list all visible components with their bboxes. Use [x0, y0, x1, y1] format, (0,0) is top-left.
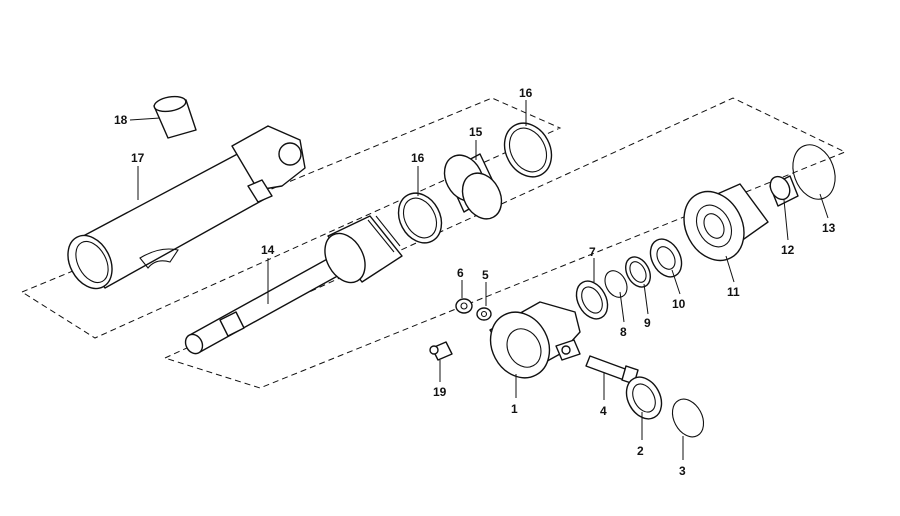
- backup-ring-8-part: [604, 270, 628, 298]
- leader-8: [619, 291, 625, 323]
- piston-rod-part: [184, 215, 403, 355]
- assembly-outline-barrel: [20, 97, 562, 339]
- guide-ring-part: [443, 153, 503, 220]
- seal-ring-right-part: [503, 122, 553, 178]
- seal-ring-left-part: [397, 192, 443, 244]
- bushing-part: [153, 95, 197, 139]
- assembly-outline-head: [163, 97, 847, 389]
- rod-eye-part: [489, 301, 581, 379]
- leader-lines: [129, 100, 829, 460]
- callout-17: 17: [131, 151, 145, 165]
- snap-ring-part: [671, 398, 705, 438]
- washer-10-part: [649, 238, 683, 278]
- callout-1: 1: [511, 402, 518, 416]
- callout-9: 9: [644, 316, 651, 330]
- callout-10: 10: [672, 297, 686, 311]
- gland-nut-part: [683, 183, 769, 262]
- bolt-part: [585, 355, 639, 385]
- callout-16b: 16: [519, 86, 533, 100]
- callout-8: 8: [620, 325, 627, 339]
- leader-10: [671, 269, 681, 295]
- callout-19: 19: [433, 385, 447, 399]
- callout-12: 12: [781, 243, 795, 257]
- seal-7-part: [575, 280, 609, 320]
- grease-fitting-part: [429, 341, 453, 361]
- callout-13: 13: [822, 221, 836, 235]
- wiper-seal-part: [625, 376, 663, 420]
- leader-12: [783, 199, 789, 241]
- small-bushing-part: [769, 175, 799, 207]
- callout-labels: 1 2 3 4 5 6 7 8 9 10 11 12 13 14 15 16 1…: [114, 86, 836, 478]
- nut-part: [455, 298, 473, 314]
- cylinder-barrel-part: [67, 125, 306, 290]
- retaining-ring-part: [792, 144, 836, 200]
- callout-16a: 16: [411, 151, 425, 165]
- leader-11: [725, 255, 735, 283]
- callout-2: 2: [637, 444, 644, 458]
- callout-5: 5: [482, 268, 489, 282]
- callout-4: 4: [600, 404, 607, 418]
- leader-9: [643, 283, 649, 315]
- callout-6: 6: [457, 266, 464, 280]
- o-ring-9-part: [625, 256, 651, 288]
- callout-15: 15: [469, 125, 483, 139]
- leader-18: [129, 117, 161, 121]
- callout-3: 3: [679, 464, 686, 478]
- leader-13: [819, 193, 829, 219]
- callout-18: 18: [114, 113, 128, 127]
- callout-7: 7: [589, 245, 596, 259]
- callout-11: 11: [727, 285, 740, 299]
- callout-14: 14: [261, 243, 275, 257]
- washer-5-part: [476, 307, 492, 321]
